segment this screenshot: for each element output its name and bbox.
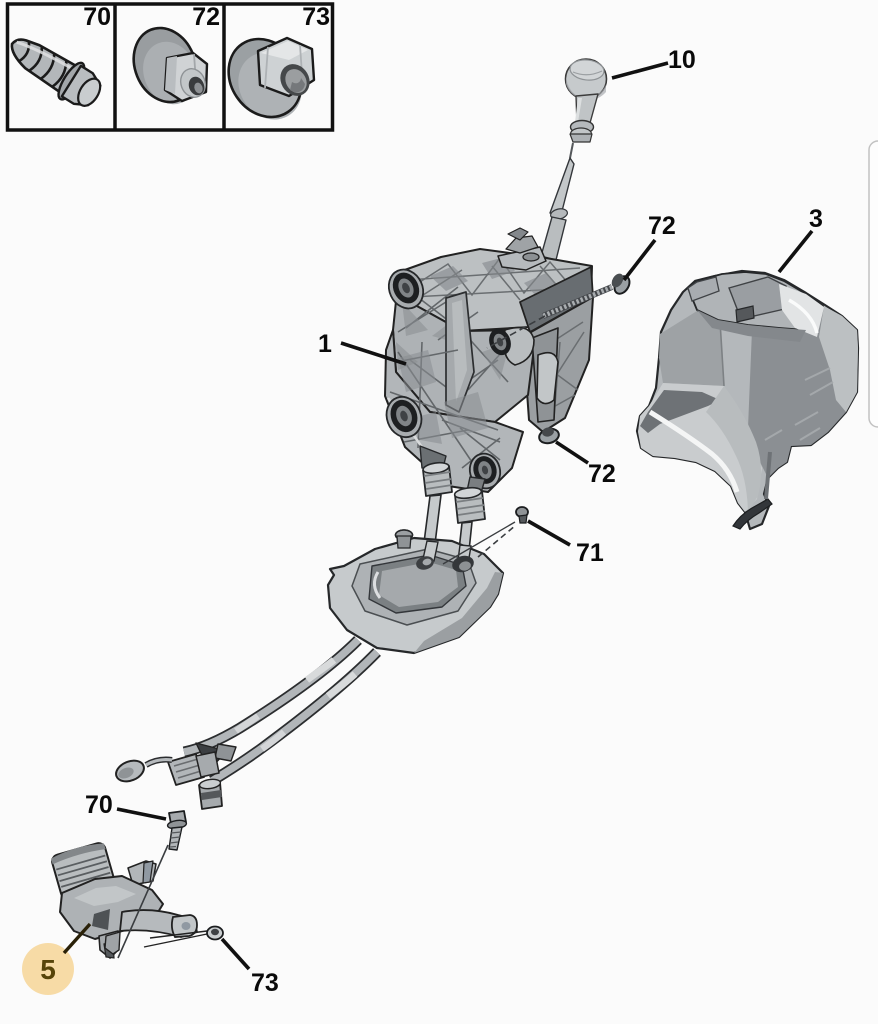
svg-text:73: 73 (302, 3, 330, 31)
svg-text:3: 3 (809, 205, 823, 233)
svg-text:5: 5 (40, 954, 56, 985)
svg-text:71: 71 (576, 539, 604, 567)
svg-text:72: 72 (192, 3, 220, 31)
svg-text:70: 70 (83, 3, 111, 31)
svg-text:1: 1 (318, 330, 332, 358)
svg-text:73: 73 (251, 969, 279, 997)
svg-text:10: 10 (668, 46, 696, 74)
svg-text:72: 72 (588, 460, 616, 488)
svg-text:72: 72 (648, 212, 676, 240)
svg-text:70: 70 (85, 791, 113, 819)
